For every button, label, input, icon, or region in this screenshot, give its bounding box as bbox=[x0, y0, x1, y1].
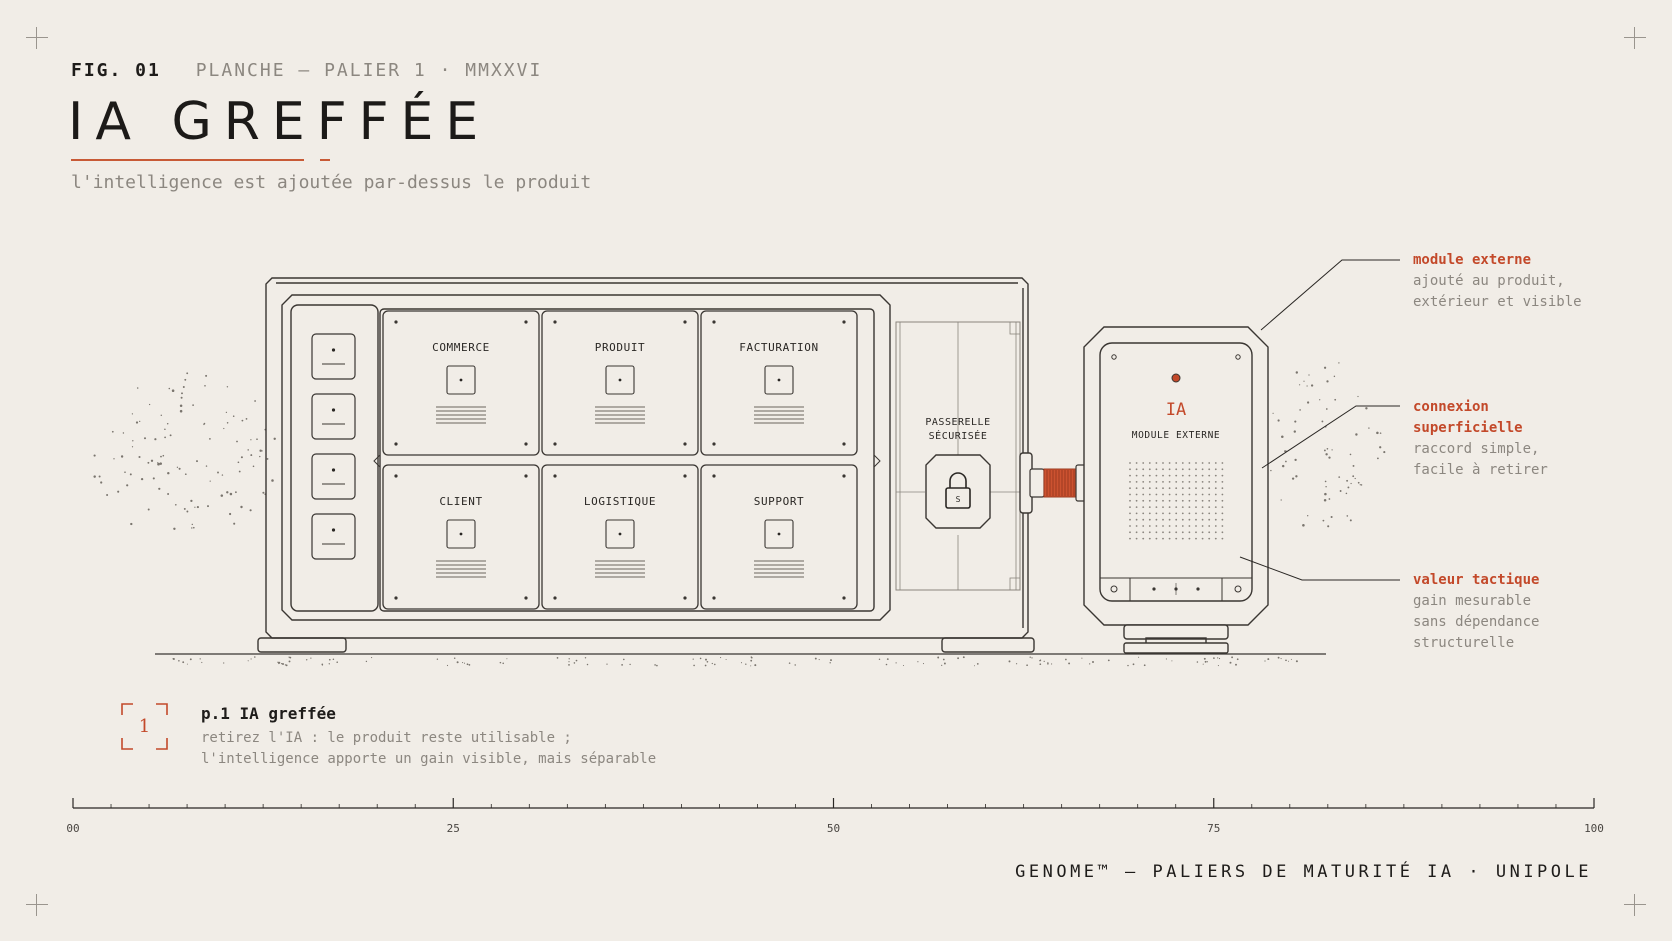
module-label: SUPPORT bbox=[754, 495, 805, 508]
module-label: CLIENT bbox=[439, 495, 482, 508]
figure-label: FIG. 01 bbox=[71, 60, 161, 81]
corner-mark-bottom-right bbox=[1624, 894, 1646, 916]
speaker-grille bbox=[1129, 462, 1224, 540]
page-title: IA GREFFÉE bbox=[68, 92, 491, 152]
lock-icon bbox=[945, 472, 971, 509]
module-card: LOGISTIQUE bbox=[541, 464, 699, 610]
callout-title: module externe bbox=[1413, 252, 1532, 268]
callout-module-externe: module externe ajouté au produit, extéri… bbox=[1413, 250, 1582, 313]
lock-label: S bbox=[956, 495, 961, 504]
callout-valeur: valeur tactique gain mesurable sans dépe… bbox=[1413, 570, 1539, 654]
module-chip-icon bbox=[446, 365, 476, 395]
module-card: FACTURATION bbox=[700, 310, 858, 456]
legend-desc-line: retirez l'IA : le produit reste utilisab… bbox=[201, 730, 572, 746]
gateway-label-line-2: SÉCURISÉE bbox=[929, 429, 988, 442]
corner-mark-top-right bbox=[1624, 27, 1646, 49]
ai-module-buttons bbox=[1152, 583, 1200, 595]
module-chip-icon bbox=[764, 365, 794, 395]
callout-desc-line: sans dépendance bbox=[1413, 614, 1540, 630]
scale-tick-label: 75 bbox=[1207, 822, 1221, 835]
module-card: COMMERCE bbox=[382, 310, 540, 456]
planche-label: PLANCHE — PALIER 1 · MMXXVI bbox=[195, 60, 543, 81]
footer-credit: GENOME™ — PALIERS DE MATURITÉ IA · UNIPO… bbox=[1015, 862, 1592, 882]
legend-desc-line: l'intelligence apporte un gain visible, … bbox=[201, 751, 657, 767]
ai-status-led bbox=[1171, 373, 1181, 383]
legend-number: 1 bbox=[138, 716, 151, 737]
module-label: FACTURATION bbox=[739, 341, 818, 354]
legend-bracket-icon bbox=[121, 703, 168, 750]
legend-description: retirez l'IA : le produit reste utilisab… bbox=[201, 728, 656, 770]
page-subtitle: l'intelligence est ajoutée par-dessus le… bbox=[71, 172, 592, 193]
corner-mark-top-left bbox=[26, 27, 48, 49]
stipple-dust bbox=[93, 362, 1386, 667]
scale-tick-label: 100 bbox=[1584, 822, 1604, 835]
callout-title-line: superficielle bbox=[1413, 420, 1523, 436]
callout-title: valeur tactique bbox=[1413, 572, 1540, 588]
legend-title: p.1 IA greffée bbox=[201, 704, 336, 723]
module-card: PRODUIT bbox=[541, 310, 699, 456]
callout-desc-line: structurelle bbox=[1413, 635, 1515, 651]
module-chip-icon bbox=[446, 519, 476, 549]
corner-mark-bottom-left bbox=[26, 894, 48, 916]
ai-module-subtitle: MODULE EXTERNE bbox=[1132, 430, 1220, 441]
module-card: SUPPORT bbox=[700, 464, 858, 610]
callout-desc-line: extérieur et visible bbox=[1413, 294, 1582, 310]
scale-tick-label: 25 bbox=[446, 822, 460, 835]
callout-leaders bbox=[1239, 259, 1400, 581]
scale-tick-label: 00 bbox=[66, 822, 80, 835]
side-slots bbox=[311, 333, 356, 560]
gateway-label-line-1: PASSERELLE bbox=[925, 417, 990, 428]
figure-header: FIG. 01 PLANCHE — PALIER 1 · MMXXVI bbox=[71, 60, 542, 81]
module-chip-icon bbox=[605, 519, 635, 549]
module-card: CLIENT bbox=[382, 464, 540, 610]
callout-title-line: connexion bbox=[1413, 399, 1489, 415]
module-chip-icon bbox=[764, 519, 794, 549]
product-chassis bbox=[257, 277, 1035, 653]
callout-desc-line: raccord simple, bbox=[1413, 441, 1540, 457]
callout-desc-line: facile à retirer bbox=[1413, 462, 1548, 478]
secure-gateway: PASSERELLE SÉCURISÉE S bbox=[925, 417, 991, 529]
scale-tick-label: 50 bbox=[826, 822, 841, 835]
module-grid: COMMERCE PRODUIT FACTURATION CLIENT LOGISTIQ… bbox=[382, 310, 858, 610]
callout-desc-line: ajouté au produit, bbox=[1413, 273, 1565, 289]
module-chip-icon bbox=[605, 365, 635, 395]
module-label: PRODUIT bbox=[595, 341, 646, 354]
callout-desc-line: gain mesurable bbox=[1413, 593, 1532, 609]
module-label: LOGISTIQUE bbox=[584, 495, 656, 508]
callout-connexion: connexion superficielle raccord simple, … bbox=[1413, 397, 1548, 481]
ai-module-title: IA bbox=[1166, 400, 1186, 420]
title-underline bbox=[71, 159, 304, 161]
module-label: COMMERCE bbox=[432, 341, 490, 354]
title-underline-tail bbox=[320, 159, 330, 161]
